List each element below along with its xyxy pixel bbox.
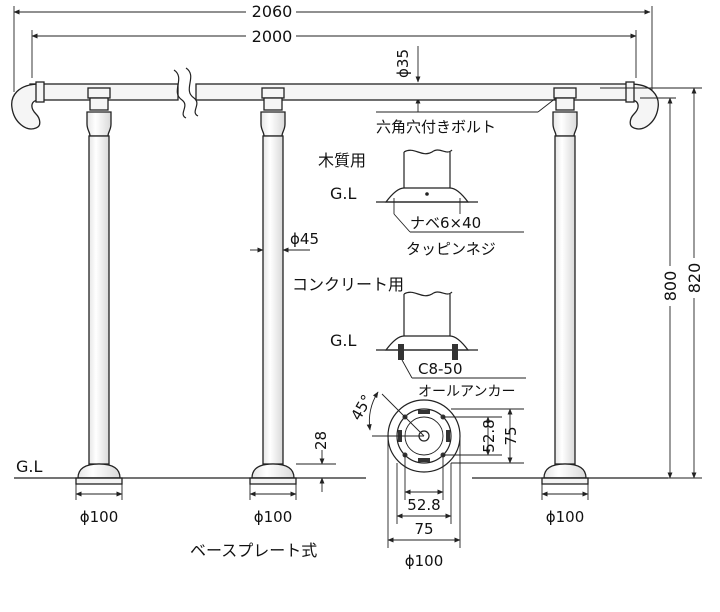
height-dims: 800 820: [588, 87, 704, 479]
concrete-gl-label: G.L: [330, 331, 356, 350]
anchor-size-label: C8-50: [418, 360, 463, 378]
tapping-screw-size-label: ナベ6×40: [410, 214, 481, 232]
post-diameter-label: ϕ45: [290, 230, 319, 248]
angle-label: 45°: [347, 391, 376, 423]
tapping-screw-label: タッピンネジ: [406, 240, 496, 258]
dimension-2060-label: 2060: [252, 2, 293, 21]
plate-outer-label: ϕ100: [405, 552, 444, 570]
base-height-label: 28: [312, 431, 330, 450]
wood-gl-label: G.L: [330, 184, 356, 203]
base-diameter-dims: ϕ100 ϕ100 ϕ100: [75, 484, 589, 526]
rail-end-cap-right: [629, 83, 659, 130]
base-plate-top-view: 45° 52.8 75 52.8 75 ϕ100: [347, 391, 524, 570]
bolt-pitch-horizontal-label: 52.8: [407, 496, 440, 514]
base-plate-type-label: ベースプレート式: [190, 541, 317, 560]
post-1: [75, 87, 123, 485]
base-diameter-label-2: ϕ100: [254, 508, 293, 526]
ground-line: G.L: [14, 457, 668, 479]
base-diameter-label-1: ϕ100: [80, 508, 119, 526]
dimension-2000: 2000: [31, 26, 637, 78]
anchor-label: オールアンカー: [418, 384, 515, 400]
handrail: [11, 67, 659, 130]
dimension-2060: 2060: [13, 2, 653, 92]
dimension-2000-label: 2000: [252, 27, 293, 46]
plate-inner-horizontal-label: 75: [414, 520, 433, 538]
plate-inner-vertical-label: 75: [502, 426, 520, 445]
rail-end-cap-left: [11, 83, 41, 130]
base-diameter-label-3: ϕ100: [546, 508, 585, 526]
concrete-use-label: コンクリート用: [292, 275, 404, 294]
hex-bolt-callout: 六角穴付きボルト: [376, 97, 557, 136]
wood-detail: 木質用 G.L ナベ6×40 タッピンネジ: [318, 149, 524, 258]
overall-height-label: 820: [685, 263, 704, 294]
post-diameter-callout: ϕ45: [250, 230, 319, 253]
ground-line-label: G.L: [16, 457, 42, 476]
wood-use-label: 木質用: [318, 151, 366, 170]
base-height-callout: 28: [296, 431, 336, 492]
hex-bolt-label: 六角穴付きボルト: [376, 118, 496, 136]
rail-diameter-callout: ϕ35: [394, 46, 421, 112]
concrete-detail: コンクリート用 G.L C8-50 オールアンカー: [292, 275, 526, 400]
bolt-pitch-vertical-label: 52.8: [480, 419, 498, 452]
post-3: [541, 87, 589, 485]
post-2: [249, 87, 297, 485]
post-height-label: 800: [661, 271, 680, 302]
rail-diameter-label: ϕ35: [394, 49, 412, 78]
